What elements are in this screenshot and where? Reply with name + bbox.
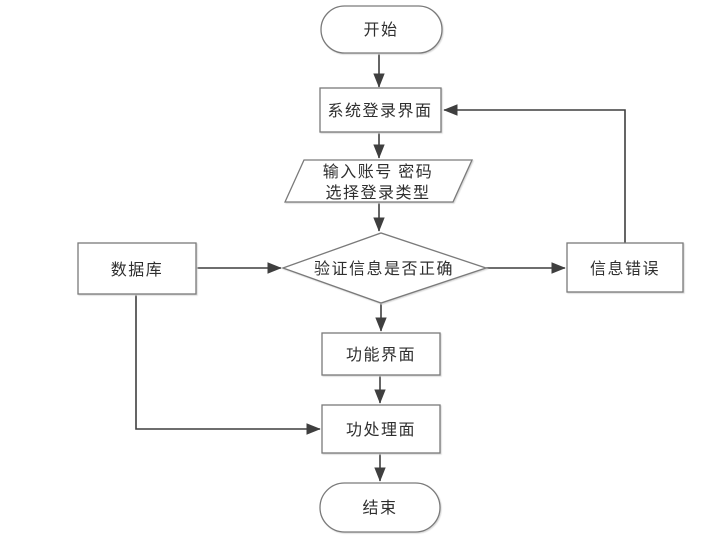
- node-function: 功能界面: [321, 332, 441, 376]
- error-process-shape: [566, 242, 684, 293]
- input-io-shape: [283, 159, 474, 203]
- edge-database-to-process: [135, 294, 321, 435]
- end-label: 结束: [362, 499, 397, 517]
- error-label: 信息错误: [590, 260, 660, 278]
- login-process-shape: [319, 87, 442, 133]
- node-error: 信息错误: [566, 242, 684, 293]
- edges: [135, 53, 626, 482]
- start-terminator-shape: [320, 5, 443, 54]
- decision-diamond-shape: [281, 232, 489, 304]
- input-label-line1: 输入账号 密码: [323, 163, 434, 181]
- input-label-line2: 选择登录类型: [325, 184, 430, 202]
- node-database: 数据库: [77, 242, 197, 295]
- database-label: 数据库: [111, 261, 164, 279]
- node-login: 系统登录界面: [319, 87, 442, 133]
- edge-error-to-login: [443, 104, 626, 243]
- end-terminator-shape: [319, 482, 441, 533]
- start-label: 开始: [363, 21, 398, 39]
- login-label: 系统登录界面: [327, 102, 432, 120]
- node-input: 输入账号 密码 选择登录类型: [283, 159, 474, 203]
- node-start: 开始: [320, 5, 443, 54]
- function-process-shape: [321, 332, 441, 376]
- node-end: 结束: [319, 482, 441, 533]
- function-label: 功能界面: [346, 346, 416, 364]
- process-label: 功处理面: [346, 421, 416, 439]
- database-process-shape: [77, 242, 197, 295]
- decision-label: 验证信息是否正确: [314, 260, 454, 278]
- node-decision: 验证信息是否正确: [281, 232, 489, 304]
- process-process-shape: [321, 404, 441, 454]
- node-process: 功处理面: [321, 404, 441, 454]
